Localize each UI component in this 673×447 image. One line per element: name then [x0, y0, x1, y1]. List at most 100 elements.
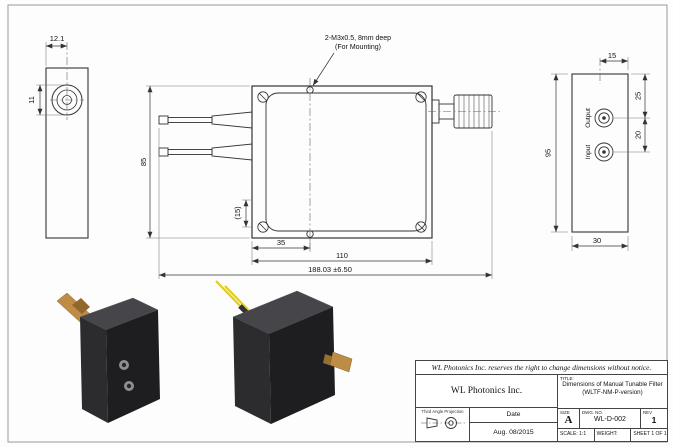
dim-value-25: 25 — [634, 92, 643, 100]
tuning-knob — [428, 94, 500, 129]
dim-value-11: 11 — [27, 96, 36, 104]
title-block-left: WL Photonics Inc. Third Angle Projection… — [416, 375, 558, 441]
dim-value-35: 35 — [277, 238, 285, 247]
dim-95: 95 — [544, 73, 568, 233]
port-ring-outer — [594, 108, 614, 128]
size-label: SIZE — [560, 410, 570, 415]
dim-ext-lines — [551, 73, 568, 233]
fiber-boot — [211, 111, 253, 129]
dim-value-30: 30 — [593, 236, 601, 245]
drawing-title-line2: (WLTF-NM-P-version) — [582, 388, 643, 396]
port-ring-inner — [598, 112, 610, 124]
dwg-no-cell: DWG. NO. WL-D-002 — [580, 409, 641, 428]
dim-188: 188.03 ±6.50 — [158, 128, 493, 279]
end-body-outline — [571, 73, 629, 233]
title-block-body: WL Photonics Inc. Third Angle Projection… — [416, 375, 667, 441]
rev-label: REV — [643, 410, 653, 415]
mounting-annotation: 2-M3x0.5, 8mm deep (For Mounting) — [312, 35, 391, 86]
box-left-face — [80, 317, 108, 423]
corner-screw — [415, 221, 427, 233]
corner-screw — [415, 91, 427, 103]
title-cell: TITLE: Dimensions of Manual Tunable Filt… — [558, 375, 667, 409]
rev-value: 1 — [651, 415, 657, 425]
notice-text: WL Photonics Inc. reserves the right to … — [416, 361, 667, 375]
dim-value-20: 20 — [634, 131, 643, 139]
view-end: Output Input — [571, 58, 629, 233]
corner-screws — [257, 91, 427, 233]
dim-ext-lines — [614, 73, 650, 119]
dim-ext-lines — [158, 128, 493, 279]
box-right-face — [269, 307, 335, 424]
projection-cell: Third Angle Projection — [416, 408, 470, 441]
port-face-2-core — [126, 383, 132, 389]
box-left-face — [233, 317, 271, 424]
dim-value-15-offset: (15) — [233, 206, 242, 220]
fiber-tube — [167, 117, 213, 123]
dim-11: 11 — [27, 84, 65, 116]
screw-slot — [417, 93, 425, 101]
title-block: WL Photonics Inc. reserves the right to … — [415, 360, 668, 442]
dim-ext-lines — [571, 236, 629, 251]
box-right-face — [106, 310, 160, 423]
dim-ext-lines — [242, 199, 252, 228]
mounting-note-line1: 2-M3x0.5, 8mm deep — [325, 35, 391, 42]
screw-slot — [417, 223, 425, 231]
weight-text: WEIGHT: — [595, 429, 632, 441]
port-output — [594, 108, 614, 128]
dwg-no-value: WL-D-002 — [594, 416, 626, 423]
fiber-tube — [167, 149, 213, 155]
company-name: WL Photonics Inc. — [416, 375, 557, 408]
date-cell: Date Aug. 08/2015 — [470, 408, 557, 441]
fiber-ferrule — [158, 147, 169, 157]
rev-cell: REV 1 — [641, 409, 667, 428]
fiber-pigtail-bottom — [158, 143, 253, 161]
port-input — [594, 142, 614, 162]
port-ring-outer — [594, 142, 614, 162]
dim-85: 85 — [139, 85, 250, 239]
screw-slot — [259, 93, 267, 101]
sheet-text: SHEET 1 OF 1 — [633, 431, 667, 437]
view-top — [158, 78, 500, 250]
brass-connector-nut — [72, 298, 90, 314]
projection-symbol-icon — [420, 417, 465, 429]
dim-110: 110 — [251, 241, 433, 265]
title-label: TITLE: — [560, 376, 574, 381]
input-label: Input — [585, 145, 592, 160]
sheet-border — [7, 4, 668, 443]
dim-value-85: 85 — [139, 158, 148, 166]
render-iso-right — [215, 280, 353, 424]
size-value: A — [564, 414, 573, 426]
dim-20: 20 — [614, 118, 650, 153]
foot-row: SCALE: 1:1 WEIGHT: SHEET 1 OF 1 — [558, 429, 667, 441]
dim-30: 30 — [571, 236, 629, 251]
fiber-boot — [211, 143, 253, 161]
leader-line — [312, 52, 335, 86]
date-label: Date — [470, 408, 557, 423]
corner-screw — [257, 221, 269, 233]
fiber-pigtail-top — [158, 111, 253, 129]
dim-12-1: 12.1 — [45, 34, 67, 66]
dim-value-15: 15 — [608, 51, 616, 60]
dim-15-offset: (15) — [233, 199, 252, 228]
dim-25: 25 — [614, 73, 650, 119]
screw-slot — [259, 223, 267, 231]
corner-screw — [257, 91, 269, 103]
dim-value-overall: 188.03 ±6.50 — [308, 265, 352, 274]
brass-knob — [329, 351, 353, 373]
output-label: Output — [585, 108, 592, 128]
scale-text: SCALE: 1:1 — [558, 429, 595, 441]
title-block-left-bottom: Third Angle Projection Date Aug. 08/2015 — [416, 408, 557, 441]
port-core — [602, 150, 606, 154]
mounting-note-line2: (For Mounting) — [335, 44, 381, 51]
title-block-right: TITLE: Dimensions of Manual Tunable Filt… — [558, 375, 667, 441]
port-ring-inner — [598, 146, 610, 158]
projection-label: Third Angle Projection — [421, 409, 464, 414]
dim-15-half: 15 — [600, 51, 629, 70]
dwg-no-label: DWG. NO. — [582, 410, 603, 415]
dim-35: 35 — [251, 238, 311, 252]
dim-value-12-1: 12.1 — [50, 34, 65, 43]
fiber-ferrule — [158, 115, 169, 125]
port-face-1-core — [121, 362, 127, 368]
drawing-title-line1: Dimensions of Manual Tunable Filter — [562, 381, 663, 388]
